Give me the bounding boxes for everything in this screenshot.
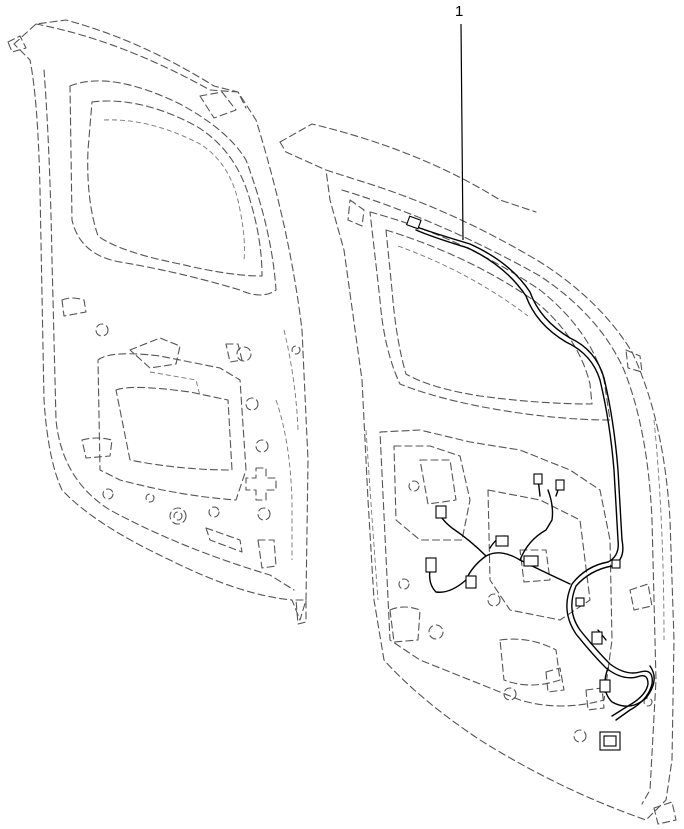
door-frame-outline [279, 123, 677, 825]
callout-1-leader [460, 23, 464, 241]
callout-1-label: 1 [455, 3, 464, 20]
harness-connectors [405, 215, 621, 751]
door-trim-panel-outline [7, 19, 309, 625]
door-wiring-harness [413, 225, 655, 721]
